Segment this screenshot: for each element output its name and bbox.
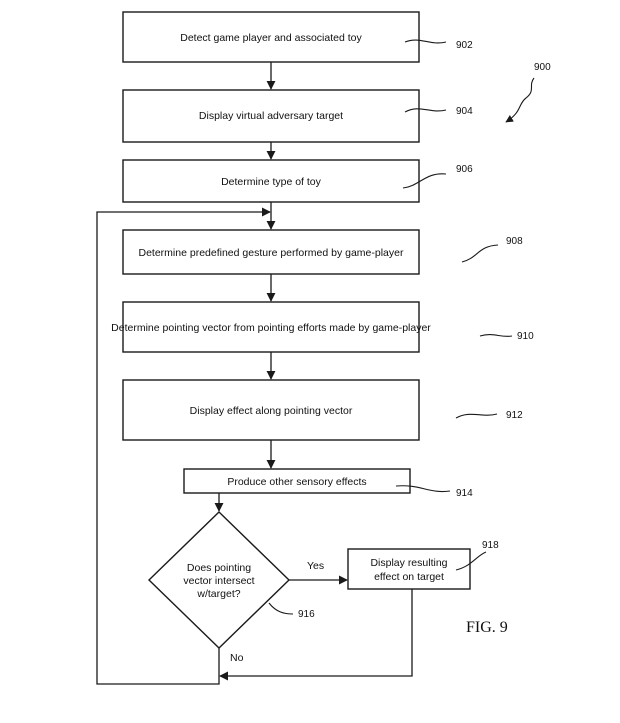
ref-908: 908: [506, 236, 523, 247]
ref-902: 902: [456, 40, 473, 51]
result-text-line-1: Display resulting: [370, 557, 447, 569]
leader-904: [404, 108, 447, 113]
yes-label: Yes: [307, 560, 324, 572]
leader-910: [479, 334, 513, 337]
step-box-detect-player: [122, 11, 420, 63]
step-box-determine-gesture: [122, 229, 420, 275]
step-text-2: Display virtual adversary target: [199, 110, 343, 122]
step-box-display-adversary: [122, 89, 420, 143]
step-box-determine-toy-type: [122, 159, 420, 203]
loop-back-arrow: [96, 207, 271, 685]
result-box: [347, 548, 471, 590]
result-text-line-2: effect on target: [374, 571, 444, 583]
step-text-4: Determine predefined gesture performed b…: [139, 247, 404, 259]
step-box-display-effect: [122, 379, 420, 441]
ref-912: 912: [506, 410, 523, 421]
step-text-5: Determine pointing vector from pointing …: [111, 322, 431, 334]
ref-906: 906: [456, 164, 473, 175]
decision-text-line-1: Does pointing: [187, 562, 251, 574]
leader-906: [402, 173, 447, 189]
leader-914: [395, 485, 451, 493]
result-return-arrow: [219, 589, 413, 681]
step-box-sensory-effects: [183, 468, 411, 494]
ref-900: 900: [534, 62, 551, 73]
ref-904: 904: [456, 106, 473, 117]
step-text-3: Determine type of toy: [221, 176, 322, 188]
leader-912: [455, 413, 498, 419]
figure-pointer-arrow: [505, 77, 535, 123]
ref-910: 910: [517, 331, 534, 342]
ref-918: 918: [482, 540, 499, 551]
figure-label: FIG. 9: [466, 619, 508, 636]
step-text-1: Detect game player and associated toy: [180, 32, 362, 44]
leader-918: [455, 551, 487, 571]
ref-914: 914: [456, 488, 473, 499]
decision-text-line-3: w/target?: [196, 588, 240, 600]
leader-902: [404, 39, 447, 44]
step-text-6: Display effect along pointing vector: [190, 405, 353, 417]
leader-908: [461, 244, 499, 263]
ref-916: 916: [298, 609, 315, 620]
leader-916: [268, 602, 294, 615]
no-label: No: [230, 652, 244, 664]
step-text-7: Produce other sensory effects: [227, 476, 366, 488]
decision-text-line-2: vector intersect: [183, 575, 254, 587]
